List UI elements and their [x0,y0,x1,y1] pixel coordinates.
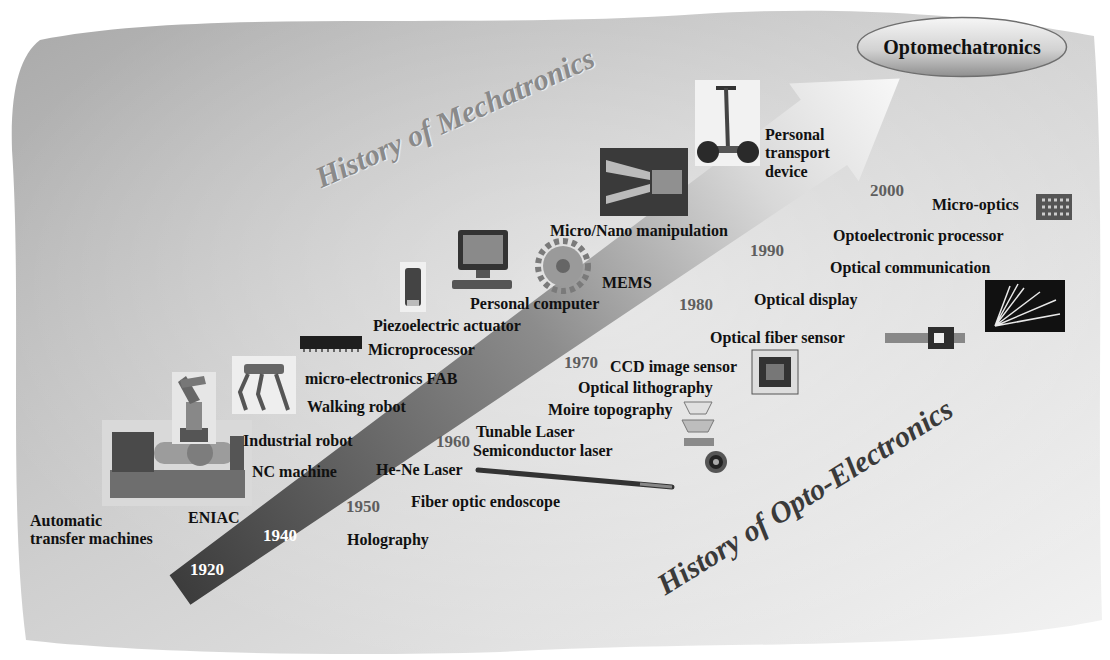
background-glow [12,11,1102,654]
milestone-label: Piezoelectric actuator [373,317,521,335]
milestone-label: Optical display [754,291,858,309]
milestone-label: Microprocessor [368,341,475,359]
year-mark: 1940 [263,526,297,546]
he-ne-laser-pen [478,470,672,487]
timeline-arrow [145,30,934,639]
milestone-label: Micro-optics [932,196,1019,214]
milestone-label: Semiconductor laser [473,442,613,460]
fiber-bundle-photo [985,280,1065,332]
micro-manipulation-photo [600,148,688,216]
milestone-label: Fiber optic endoscope [411,493,560,511]
milestone-label: MEMS [602,274,652,292]
lithography-stack [682,402,714,446]
segway-photo [695,80,760,166]
milestone-label: NC machine [252,463,337,481]
milestone-label: ENIAC [188,509,240,527]
year-mark: 1920 [190,560,224,580]
milestone-label: Micro/Nano manipulation [550,222,728,240]
ccd-sensor-photo [752,350,798,394]
fiber-sensor-photo [885,327,965,349]
milestone-label: Personal transport device [765,126,849,181]
walking-robot-photo [232,356,296,414]
year-mark: 1980 [679,295,713,315]
milestone-label: Holography [347,531,429,549]
milestone-label: Automatic transfer machines [30,512,157,549]
ellipse-shape [858,18,1067,77]
year-mark: 1960 [436,432,470,452]
milestone-label: He-Ne Laser [376,461,463,479]
background-blob [12,11,1102,654]
year-mark: 1970 [564,353,598,373]
milestone-label: Optical lithography [578,379,713,397]
milestone-label: Walking robot [307,398,406,416]
semiconductor-laser-photo [705,451,727,473]
milestone-label: CCD image sensor [610,358,737,376]
node-text: Optomechatronics [883,36,1040,58]
microprocessor-chip [300,336,362,352]
goal-ellipse: Optomechatronics [856,16,1068,78]
year-mark: 1990 [750,241,784,261]
micro-optics-grid [1036,194,1072,220]
year-mark: 1950 [346,497,380,517]
milestone-label: Optoelectronic processor [833,227,1003,245]
milestone-label: micro-electronics FAB [305,370,457,388]
mems-gear-photo [538,241,588,291]
personal-computer-photo [452,230,512,289]
milestone-label: Industrial robot [243,432,353,450]
industrial-robot-photo [172,372,216,444]
year-mark: 2000 [870,181,904,201]
milestone-label: Tunable Laser [476,423,575,441]
milestone-label: Optical fiber sensor [710,329,845,347]
milestone-label: Moire topography [548,401,673,419]
milestone-label: Optical communication [830,259,990,277]
milestone-label: Personal computer [470,295,599,313]
piezo-actuator-photo [400,262,426,312]
